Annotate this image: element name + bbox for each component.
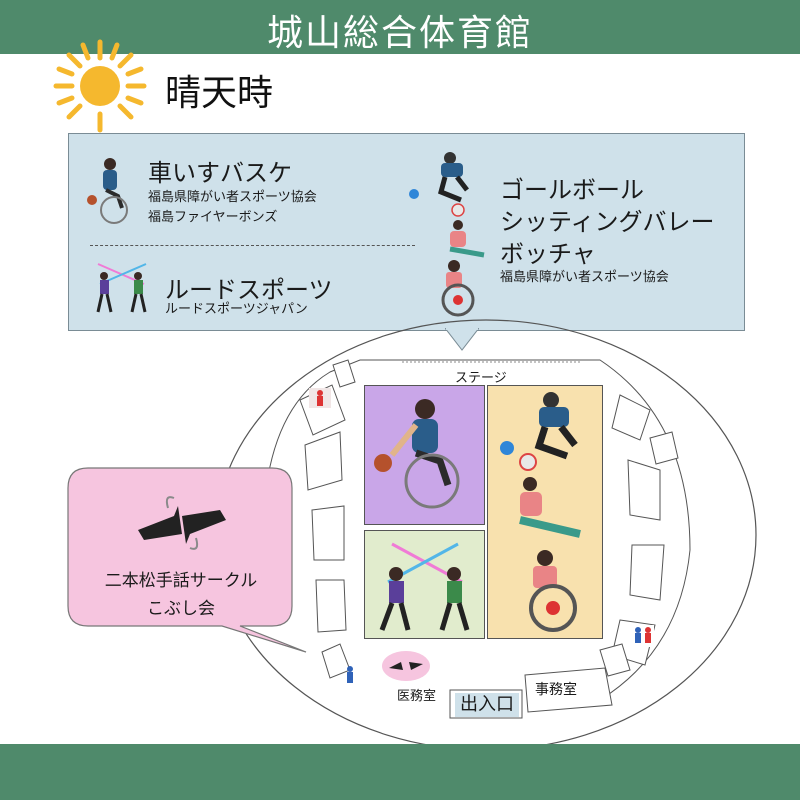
restroom-icon — [309, 388, 331, 408]
arena-inner-outline — [262, 359, 691, 701]
org-name: 福島県障がい者スポーツ協会 — [500, 270, 669, 285]
panel-pointer — [445, 328, 479, 351]
sign-language-icon — [382, 651, 430, 681]
weather-label: 晴天時 — [165, 73, 274, 114]
footer-bar — [0, 744, 800, 800]
org-name: ルードスポーツジャパン — [165, 302, 308, 317]
info-panel — [68, 133, 745, 331]
org-name: 福島県障がい者スポーツ協会 — [148, 190, 317, 205]
office-block — [524, 667, 613, 713]
sign-language-group-name: 二本松手話サークル — [104, 571, 258, 591]
entrance-label: 出入口 — [455, 693, 519, 717]
stairs — [321, 359, 679, 679]
page-title: 城山総合体育館 — [266, 13, 533, 54]
restroom-icon — [632, 625, 654, 647]
entrance-block — [449, 689, 523, 719]
restroom-icon — [347, 666, 353, 683]
sign-language-group-subname: こぶし会 — [147, 599, 215, 619]
dashed-divider — [90, 245, 415, 246]
sign-language-icon — [138, 496, 226, 550]
sport-name-sitting-volleyball: シッティングバレー — [500, 208, 715, 236]
goalball-icon — [409, 152, 469, 203]
sitting-volleyball-icon — [449, 203, 485, 258]
lude-sports-icon — [379, 542, 470, 631]
sport-name-lude-sports: ルードスポーツ — [165, 276, 333, 304]
sport-name-wheelchair-basketball: 車いすバスケ — [148, 159, 292, 187]
seating-rows — [299, 384, 347, 633]
medical-room-label: 医務室 — [397, 689, 437, 704]
wheelchair-basketball-icon — [87, 158, 128, 224]
lude-sports-icon — [96, 263, 147, 313]
boccia-icon — [529, 550, 577, 632]
office-label: 事務室 — [535, 682, 577, 698]
goalball-icon — [500, 392, 578, 460]
header-bar: 城山総合体育館 — [0, 0, 800, 54]
org-name: 福島ファイヤーボンズ — [148, 210, 278, 225]
sport-name-goalball: ゴールボール — [500, 176, 644, 204]
sitting-volleyball-icon — [519, 453, 581, 538]
stage-label: ステージ — [455, 371, 507, 386]
wheelchair-basketball-icon — [374, 399, 460, 509]
sport-name-boccia: ボッチャ — [500, 240, 596, 268]
seating-rows — [611, 394, 665, 666]
boccia-icon — [441, 260, 475, 317]
sun-icon — [53, 39, 147, 133]
